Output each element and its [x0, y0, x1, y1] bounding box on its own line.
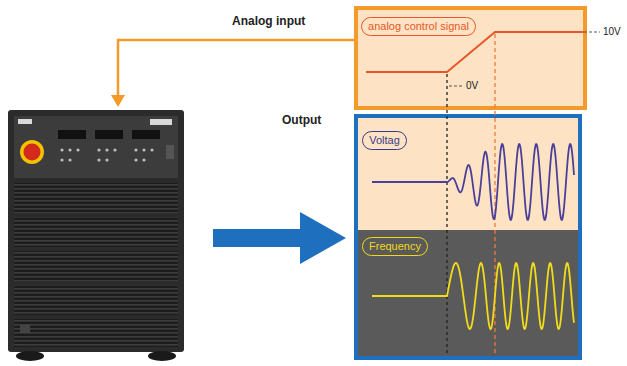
vent-grille: [14, 217, 178, 247]
arrow-head: [111, 95, 125, 107]
tag-text: analog control signal: [368, 20, 469, 33]
start-marker: [446, 74, 447, 356]
frequency-tag: Frequency: [362, 237, 428, 256]
vent-grille: [14, 285, 178, 315]
level-label: 0V: [466, 80, 478, 91]
level-label: 10V: [603, 26, 621, 37]
output-arrow: [213, 229, 303, 247]
arrow-head: [300, 212, 346, 264]
display: [58, 130, 86, 139]
tag-text: Voltag: [369, 134, 400, 147]
switch: [166, 145, 174, 159]
signal-tag: analog control signal: [361, 17, 476, 36]
caster: [16, 351, 44, 361]
display: [95, 130, 123, 139]
panel-keys: [60, 148, 153, 161]
tag-text: Frequency: [369, 240, 421, 253]
voltage-panel: [356, 116, 580, 230]
button-ring: [20, 140, 44, 164]
control-signal-trace: [366, 32, 584, 72]
cabinet: [8, 110, 184, 352]
vent-grille: [14, 183, 178, 213]
level-leader: [449, 86, 463, 87]
frequency-panel: [356, 230, 580, 358]
frequency-waveform: [372, 263, 574, 329]
display: [132, 130, 160, 139]
emergency-button: [24, 144, 41, 161]
front-panel: [14, 116, 178, 178]
vent-grille: [14, 251, 178, 281]
brand-plate: [150, 119, 172, 125]
power-supply-unit: [8, 110, 184, 361]
input-label: Analog input: [232, 14, 305, 28]
vent-grille: [14, 319, 178, 347]
voltage-waveform: [372, 144, 574, 220]
voltage-tag: Voltag: [362, 131, 407, 150]
level-leader: [584, 32, 600, 33]
input-panel: [356, 8, 585, 108]
breaker: [20, 325, 30, 333]
output-label: Output: [282, 113, 321, 127]
caster: [148, 351, 176, 361]
output-panel: [356, 116, 580, 358]
input-arrow: [118, 40, 355, 97]
brand-plate: [18, 119, 32, 124]
